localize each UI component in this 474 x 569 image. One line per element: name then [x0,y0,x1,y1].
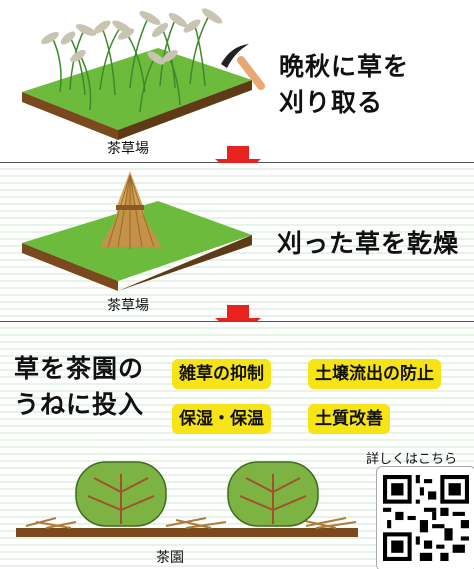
step2-panel: 刈った草を乾燥 茶草場 [0,163,474,321]
grass-field-illustration [22,8,252,140]
step1-panel: 晩秋に草を 刈り取る 茶草場 [0,0,474,162]
qr-callout: 詳しくはこちら [366,452,458,467]
benefit-badge: 土質改善 [308,404,390,434]
step3-title-line2: うねに投入 [14,390,145,419]
tea-bush [227,461,319,527]
step2-title: 刈った草を乾燥 [277,229,460,258]
qr-code-icon[interactable] [376,466,474,569]
step2-caption: 茶草場 [107,298,149,314]
sickle-icon [221,44,265,90]
step1-caption: 茶草場 [107,141,149,157]
step1-title-line2: 刈り取る [279,88,384,117]
step3-panel: 草を茶園の うねに投入 雑草の抑制 土壌流出の防止 保湿・保温 土質改善 詳しく… [0,322,474,569]
drying-field-illustration [22,171,252,291]
step3-title-line1: 草を茶園の [14,354,145,383]
step1-title-line1: 晩秋に草を [279,52,410,81]
tea-bush [75,461,167,527]
benefit-badge: 保湿・保温 [172,404,271,434]
tea-garden-illustration [16,461,358,537]
benefit-badge: 雑草の抑制 [172,359,271,389]
benefit-badge: 土壌流出の防止 [308,359,441,389]
step3-caption: 茶園 [156,550,184,566]
